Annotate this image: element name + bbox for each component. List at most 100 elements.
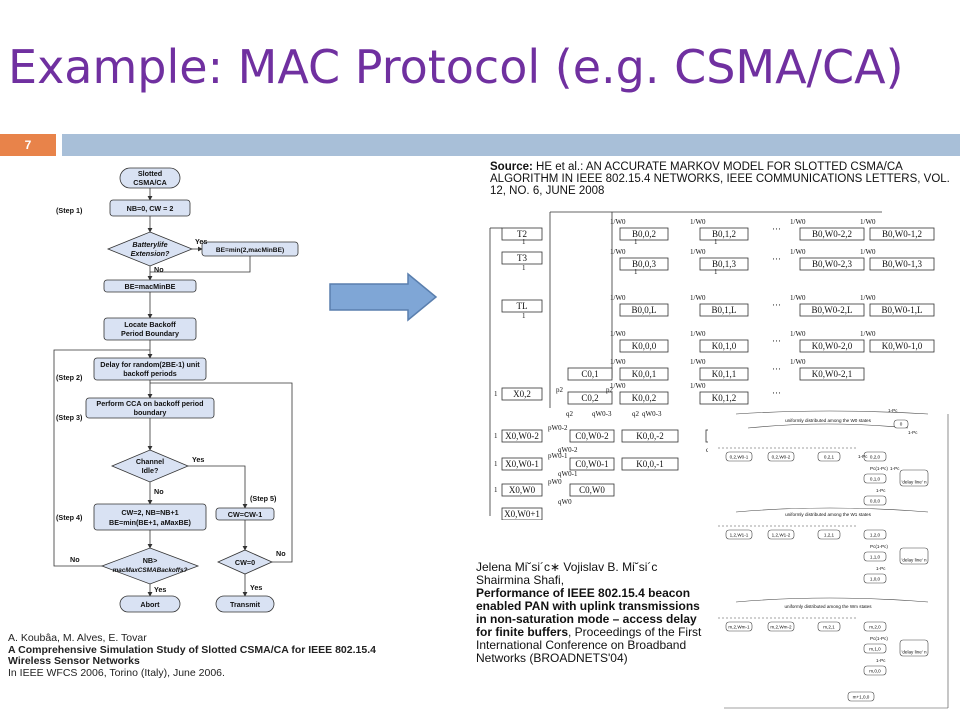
flow-no-1: No xyxy=(154,265,164,274)
mk-label-9: q2 xyxy=(632,410,640,418)
reference-right: Jelena Mi˘si´c∗ Vojislav B. Mi˘si´c Shai… xyxy=(476,561,712,665)
flow-channel-q2: Idle? xyxy=(142,466,159,475)
flow-yes-1: Yes xyxy=(195,237,207,246)
flow-locate2: Period Boundary xyxy=(121,329,179,338)
mk-c-state-0: C0,1 xyxy=(581,369,598,379)
m2-b2-s0-node xyxy=(725,529,753,540)
source-citation: Source: HE et al.: AN ACCURATE MARKOV MO… xyxy=(490,161,950,197)
mk-state-2-3-box xyxy=(869,303,935,317)
flow-step-3: (Step 3) xyxy=(56,413,83,422)
mk-left-state-6-box xyxy=(501,483,543,497)
mk-state-3-2-box xyxy=(799,339,865,353)
m2-b1-s5: 0,0,0 xyxy=(870,499,881,504)
flow-transmit: Transmit xyxy=(230,600,261,609)
mk-prob-2-0: 1/W0 xyxy=(610,294,626,302)
mk-left-state-1: T3 xyxy=(517,253,527,263)
mk-state-2-1-box xyxy=(699,303,749,317)
m2-b3-s2-node xyxy=(817,621,841,632)
mk-prob-1-3: 1/W0 xyxy=(860,248,876,256)
m2-b1-l7: Pc(1-Pc) xyxy=(870,466,888,471)
mk-label-8: qW0 xyxy=(558,498,572,506)
mk-state-4-0: K0,0,1 xyxy=(632,369,657,379)
m2-b1-s5-node xyxy=(863,495,887,506)
mk-dots-0: ··· xyxy=(772,224,781,234)
mk-label-7: pW0 xyxy=(548,478,562,486)
mk-state-1-0-box xyxy=(619,257,669,271)
mk-c-state-1-box xyxy=(567,391,613,405)
flow-cw-update2: BE=min(BE+1, aMaxBE) xyxy=(109,518,191,527)
mk-state-0-1: B0,1,2 xyxy=(712,229,736,239)
mk-prob-3-1: 1/W0 xyxy=(690,330,706,338)
mk-one-6: 1 xyxy=(522,312,526,320)
m2-b3-s2: m,2,1 xyxy=(823,625,835,630)
mk-prob-5-1: 1/W0 xyxy=(690,382,706,390)
mk-one-10: 1 xyxy=(714,268,718,276)
flow-cw-dec: CW=CW-1 xyxy=(228,510,262,519)
flow-cw-update1: CW=2, NB=NB+1 xyxy=(121,508,178,517)
mk-label-1: q2 xyxy=(566,410,574,418)
mk-state-4-1: K0,1,1 xyxy=(712,369,737,379)
mk-k-extra-0-box xyxy=(621,429,679,443)
mk-one-1: 1 xyxy=(494,432,498,440)
mk-left-state-6: X0,W0 xyxy=(509,485,536,495)
m2-b1-s0-node xyxy=(725,451,753,462)
m2-b1-s1-node xyxy=(767,451,795,462)
flow-yes-2: Yes xyxy=(192,455,204,464)
slide-title: Example: MAC Protocol (e.g. CSMA/CA) xyxy=(8,40,904,94)
mk-prob-0-0: 1/W0 xyxy=(610,218,626,226)
mk-prob-5-0: 1/W0 xyxy=(610,382,626,390)
mk-dots-5: ··· xyxy=(772,388,781,398)
m2-b1-l9: 1-Pc xyxy=(890,466,900,471)
mk-c-state-2: C0,W0-2 xyxy=(575,431,608,441)
m2-b1-s3: 0,2,0 xyxy=(870,455,881,460)
m2-b1-s0: 0,2,W0-1 xyxy=(730,455,749,460)
mk-label-10: qW0-3 xyxy=(642,410,662,418)
m2-b3-delay-node xyxy=(899,639,929,657)
mk-one-7: 1 xyxy=(634,238,638,246)
m2-b1-s3-node xyxy=(863,451,887,462)
mk-label-0: p2 xyxy=(556,386,564,394)
mk-state-0-2: B0,W0-2,2 xyxy=(812,229,852,239)
mk-state-3-3: K0,W0-1,0 xyxy=(882,341,923,351)
flow-start-line2: CSMA/CA xyxy=(133,178,167,187)
csma-ca-flowchart: Slotted CSMA/CA NB=0, CW = 2 Batterylife… xyxy=(40,158,310,622)
flow-channel-q1: Channel xyxy=(136,457,164,466)
mk-label-2: qW0-3 xyxy=(592,410,612,418)
m2-b1-s2-node xyxy=(817,451,841,462)
m2-b2-s5: 1,0,0 xyxy=(870,577,881,582)
flow-be-min: BE=min(2,macMinBE) xyxy=(216,247,284,254)
mk-one-0: 1 xyxy=(494,390,498,398)
flow-nb-q1: NB> xyxy=(143,556,158,565)
mk-state-4-2: K0,W0-2,1 xyxy=(812,369,853,379)
ref-left-title: A Comprehensive Simulation Study of Slot… xyxy=(8,643,376,667)
m2-b3-s4: m,1,0 xyxy=(869,647,881,652)
mk-left-state-5-box xyxy=(501,457,543,471)
m2-b1-l6: 1-Pc xyxy=(858,454,868,459)
mk-state-2-2-box xyxy=(799,303,865,317)
mk-state-0-0-box xyxy=(619,227,669,241)
ref-left-authors: A. Koubâa, M. Alves, E. Tovar xyxy=(8,632,147,644)
mk-dots-3: ··· xyxy=(772,336,781,346)
mk-state-1-3-box xyxy=(869,257,935,271)
mk-c-state-1: C0,2 xyxy=(581,393,598,403)
right-arrow-icon xyxy=(328,272,440,322)
m2-b3-s6-node xyxy=(847,691,875,702)
mk-prob-3-2: 1/W0 xyxy=(790,330,806,338)
flow-no-2: No xyxy=(154,487,164,496)
mk-state-1-2: B0,W0-2,3 xyxy=(812,259,852,269)
flow-yes-4: Yes xyxy=(250,583,262,592)
mk-c-state-3: C0,W0-1 xyxy=(575,459,608,469)
mk-dots-4: ··· xyxy=(772,364,781,374)
mk-prob-1-1: 1/W0 xyxy=(690,248,706,256)
flow-nb-q2: macMaxCSMABackoffs? xyxy=(113,567,188,574)
mk-c-state-2-box xyxy=(569,429,615,443)
m2-b2-l6: uniformly distributed among the W1 state… xyxy=(785,512,871,517)
mk-state-3-3-box xyxy=(869,339,935,353)
mk-one-3: 1 xyxy=(494,486,498,494)
flow-no-4: No xyxy=(276,549,286,558)
mk-left-state-2: TL xyxy=(517,301,528,311)
m2-b1-s4-node xyxy=(863,473,887,484)
m2-b3-s1: m,2,Wm-2 xyxy=(770,625,792,630)
m2-b3-s0: m,2,Wm-1 xyxy=(728,625,750,630)
